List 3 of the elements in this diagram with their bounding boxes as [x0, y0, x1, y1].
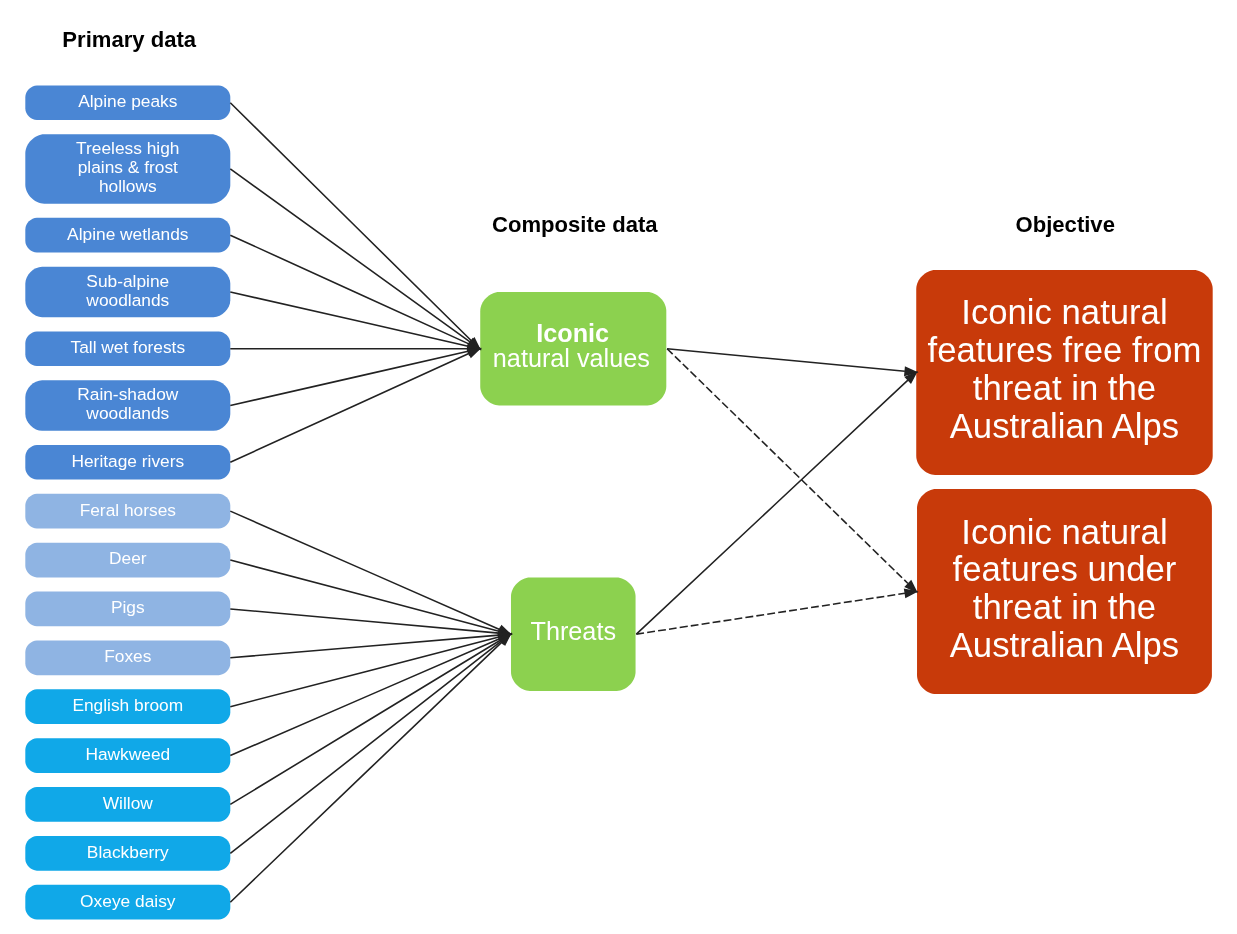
label: Composite data [491, 211, 658, 237]
label: Primary data [61, 27, 196, 53]
label: Objective [1015, 211, 1115, 237]
